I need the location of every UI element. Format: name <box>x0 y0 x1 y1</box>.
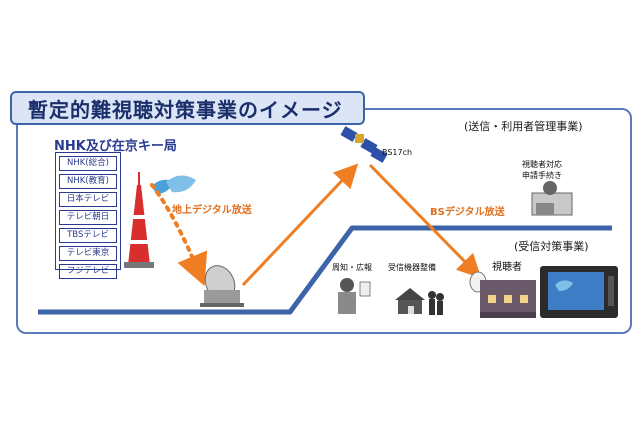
television-icon <box>540 266 618 318</box>
reception-section-label: (受信対策事業) <box>514 240 589 253</box>
station-item: NHK(教育) <box>59 174 117 189</box>
viewer-house-icon <box>480 280 536 318</box>
station-item: テレビ朝日 <box>59 210 117 225</box>
diagram-title: 暫定的難視聴対策事業のイメージ <box>10 91 365 125</box>
station-list: NHK(総合) NHK(教育) 日本テレビ テレビ朝日 TBSテレビ テレビ東京… <box>55 152 121 279</box>
broadcasters-header: NHK及び在京キー局 <box>54 139 177 154</box>
equipment-label: 受信機器整備 <box>388 263 436 272</box>
viewer-support-label: 視聴者対応 申請手続き <box>522 160 562 180</box>
uplink-arrow <box>241 163 359 287</box>
station-item: フジテレビ <box>59 264 117 279</box>
station-item: 日本テレビ <box>59 192 117 207</box>
terrestrial-label: 地上デジタル放送 <box>172 205 252 216</box>
house-icon <box>395 288 425 314</box>
downlink-arrow <box>368 163 482 279</box>
satellite-label: BS17ch <box>382 148 413 157</box>
terrain-line <box>38 225 612 315</box>
tokyo-tower-icon <box>124 172 154 268</box>
publicity-label: 周知・広報 <box>332 263 372 272</box>
workers-icon <box>428 291 444 315</box>
station-item: TBSテレビ <box>59 228 117 243</box>
bs-digital-label: BSデジタル放送 <box>430 207 505 218</box>
station-item: テレビ東京 <box>59 246 117 261</box>
terrestrial-path <box>150 183 208 287</box>
publicity-person-icon <box>338 278 371 314</box>
transmission-section-label: (送信・利用者管理事業) <box>464 120 583 133</box>
operator-icon <box>531 181 573 216</box>
viewer-label: 視聴者 <box>492 262 522 273</box>
station-item: NHK(総合) <box>59 156 117 171</box>
satellite-icon <box>340 126 388 163</box>
dish-antenna-icon <box>200 265 244 307</box>
